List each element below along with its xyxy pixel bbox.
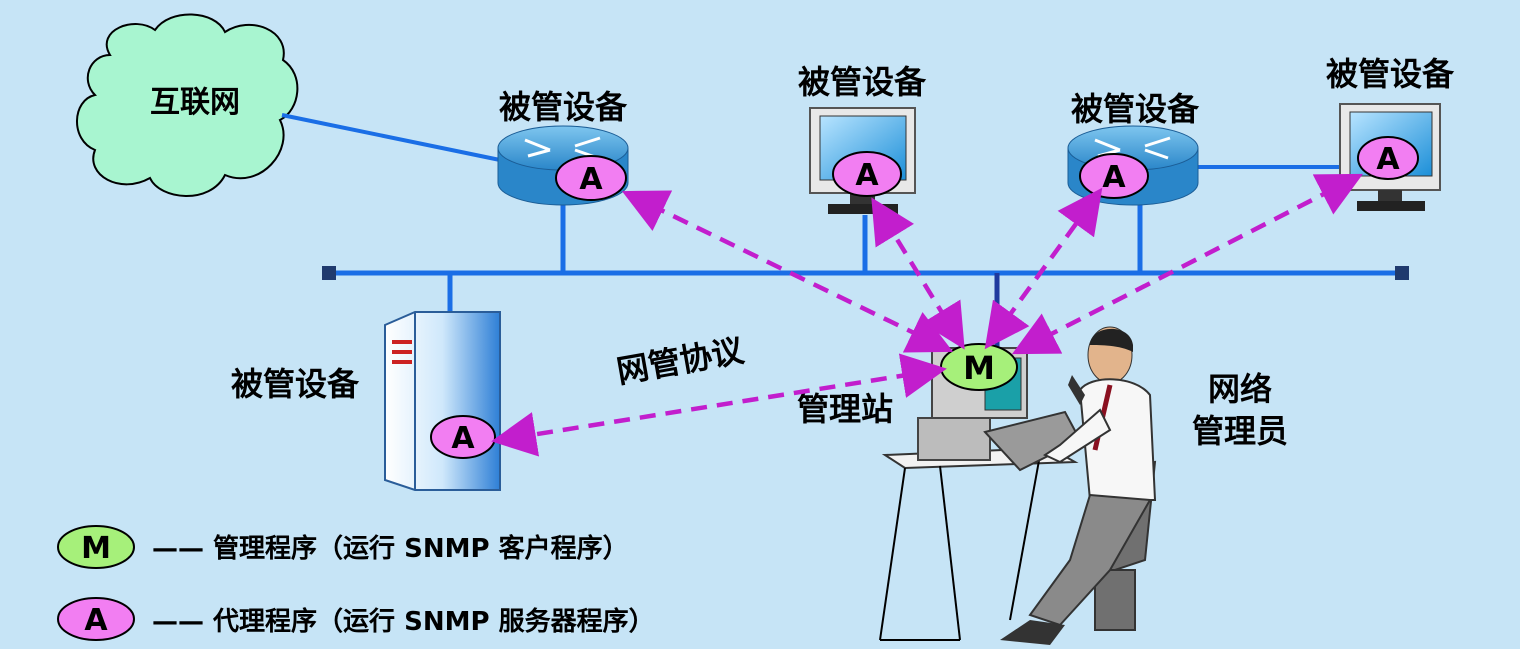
agent-badge-router-1 <box>555 155 627 201</box>
management-workstation: M 管理站 <box>797 326 1157 645</box>
svg-text:A: A <box>579 162 603 197</box>
svg-text:A: A <box>451 421 475 456</box>
arrow-monitor-1 <box>871 197 965 350</box>
admin-label-line1: 网络 <box>1208 370 1272 408</box>
monitor-1-label: 被管设备 <box>798 63 927 101</box>
legend-item-agent: A —— 代理程序（运行 SNMP 服务器程序） <box>57 597 655 641</box>
svg-text:A: A <box>855 158 879 193</box>
legend: M —— 管理程序（运行 SNMP 客户程序） A —— 代理程序（运行 SNM… <box>57 525 655 641</box>
legend-manager-badge <box>57 525 135 569</box>
svg-text:M: M <box>81 531 111 566</box>
arrow-monitor-2 <box>1011 173 1364 355</box>
monitor-2-label: 被管设备 <box>1326 55 1455 93</box>
protocol-label: 网管协议 <box>614 331 748 391</box>
protocol-arrows <box>491 173 1364 457</box>
arrow-server <box>491 353 947 457</box>
legend-agent-badge <box>57 597 135 641</box>
internet-label: 互联网 <box>150 85 240 120</box>
svg-text:A: A <box>1376 142 1400 177</box>
legend-agent-text: —— 代理程序（运行 SNMP 服务器程序） <box>152 606 655 637</box>
svg-text:M: M <box>963 349 995 387</box>
internet-cloud: 互联网 <box>76 13 299 197</box>
monitor-2: 被管设备 A <box>1326 55 1455 211</box>
monitor-1: 被管设备 A <box>798 63 927 214</box>
internet-link <box>281 113 501 162</box>
bus-terminator-left <box>322 266 336 280</box>
bus-terminator-right <box>1395 266 1409 280</box>
svg-text:A: A <box>1102 160 1126 195</box>
station-label: 管理站 <box>797 390 893 428</box>
router-2: 被管设备 A <box>1067 90 1200 206</box>
legend-item-manager: M —— 管理程序（运行 SNMP 客户程序） <box>57 525 629 569</box>
router-2-label: 被管设备 <box>1071 90 1200 128</box>
router-1: 被管设备 A <box>497 88 629 206</box>
admin-label-line2: 管理员 <box>1192 412 1288 450</box>
server-label: 被管设备 <box>231 365 360 403</box>
svg-text:A: A <box>84 603 108 638</box>
router-1-label: 被管设备 <box>499 88 628 126</box>
server: 被管设备 A <box>231 311 501 491</box>
router-arrows-icon <box>524 136 601 160</box>
agent-badge-monitor-2 <box>1357 136 1419 180</box>
legend-manager-text: —— 管理程序（运行 SNMP 客户程序） <box>152 533 629 564</box>
